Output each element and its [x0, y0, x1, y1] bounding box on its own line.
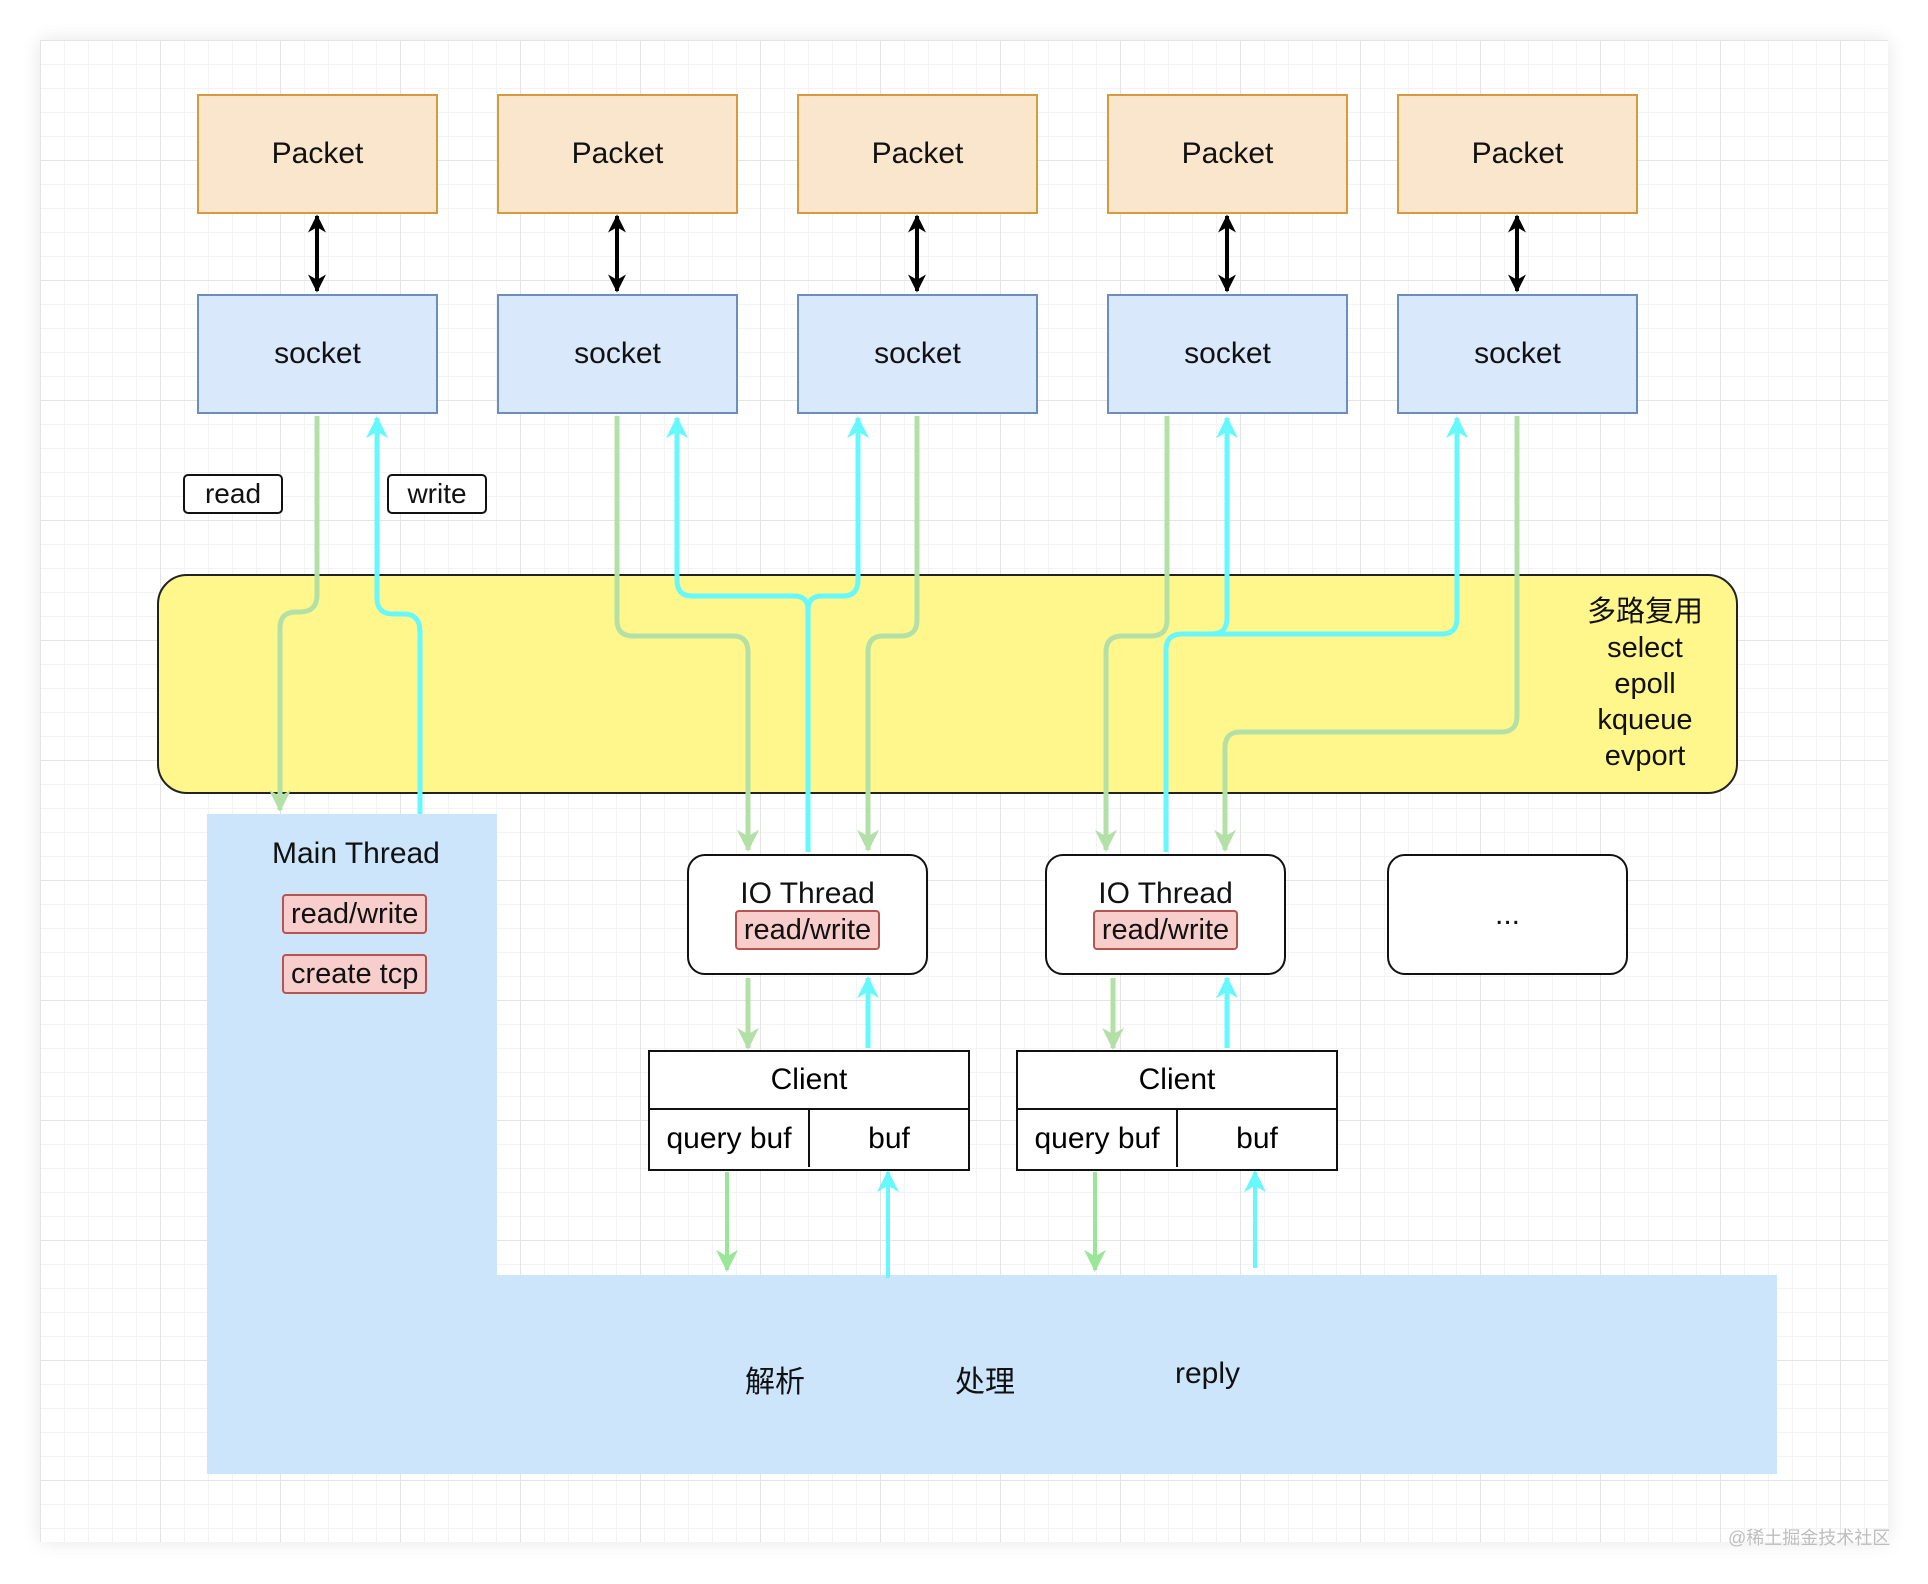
io-thread-task: read/write — [734, 910, 881, 950]
socket-box-4: socket — [1107, 294, 1348, 414]
packet-box-2: Packet — [497, 94, 738, 214]
more-threads-box: ... — [1387, 854, 1628, 975]
packet-label: Packet — [1181, 137, 1274, 170]
socket-box-1: socket — [197, 294, 438, 414]
read-tag-label: read — [204, 478, 262, 509]
write-tag: write — [387, 474, 487, 514]
socket-label: socket — [874, 337, 961, 370]
client-title: Client — [1018, 1052, 1336, 1110]
multiplexer-item: evport — [1604, 740, 1686, 772]
client-table-1: Client query buf buf — [648, 1050, 970, 1171]
buf-cell: buf — [868, 1121, 910, 1155]
query-buf-cell: query buf — [1018, 1110, 1178, 1167]
write-tag-label: write — [407, 478, 467, 509]
multiplexer-item: epoll — [1614, 668, 1676, 700]
step-reply: reply — [1175, 1357, 1241, 1390]
socket-box-5: socket — [1397, 294, 1638, 414]
packet-label: Packet — [571, 137, 664, 170]
socket-label: socket — [1474, 337, 1561, 370]
io-thread-task: read/write — [1092, 910, 1239, 950]
multiplexer-band — [157, 574, 1738, 794]
main-thread-title: Main Thread — [272, 837, 440, 870]
io-thread-title: IO Thread — [740, 877, 875, 910]
client-title: Client — [650, 1052, 968, 1110]
packet-box-1: Packet — [197, 94, 438, 214]
socket-box-2: socket — [497, 294, 738, 414]
io-thread-box-2: IO Thread read/write — [1045, 854, 1286, 975]
socket-label: socket — [274, 337, 361, 370]
read-tag: read — [183, 474, 283, 514]
more-threads-ellipsis: ... — [1494, 897, 1520, 931]
main-thread-task: read/write — [282, 894, 428, 934]
multiplexer-item: select — [1607, 632, 1683, 664]
multiplexer-labels: 多路复用 select epoll kqueue evport — [1560, 594, 1730, 774]
multiplexer-title: 多路复用 — [1586, 596, 1703, 628]
packet-box-3: Packet — [797, 94, 1038, 214]
client-table-2: Client query buf buf — [1016, 1050, 1338, 1171]
buf-cell: buf — [1236, 1121, 1278, 1155]
multiplexer-item: kqueue — [1597, 704, 1693, 736]
step-process: 处理 — [955, 1366, 1015, 1399]
query-buf-cell: query buf — [650, 1110, 810, 1167]
packet-label: Packet — [271, 137, 364, 170]
step-parse: 解析 — [745, 1366, 805, 1399]
packet-label: Packet — [1471, 137, 1564, 170]
main-thread-task: create tcp — [282, 954, 428, 994]
socket-box-3: socket — [797, 294, 1038, 414]
packet-box-4: Packet — [1107, 94, 1348, 214]
packet-box-5: Packet — [1397, 94, 1638, 214]
socket-label: socket — [1184, 337, 1271, 370]
packet-label: Packet — [871, 137, 964, 170]
socket-label: socket — [574, 337, 661, 370]
watermark-text: @稀土掘金技术社区 — [1728, 1528, 1891, 1548]
io-thread-title: IO Thread — [1098, 877, 1233, 910]
io-thread-box-1: IO Thread read/write — [687, 854, 928, 975]
